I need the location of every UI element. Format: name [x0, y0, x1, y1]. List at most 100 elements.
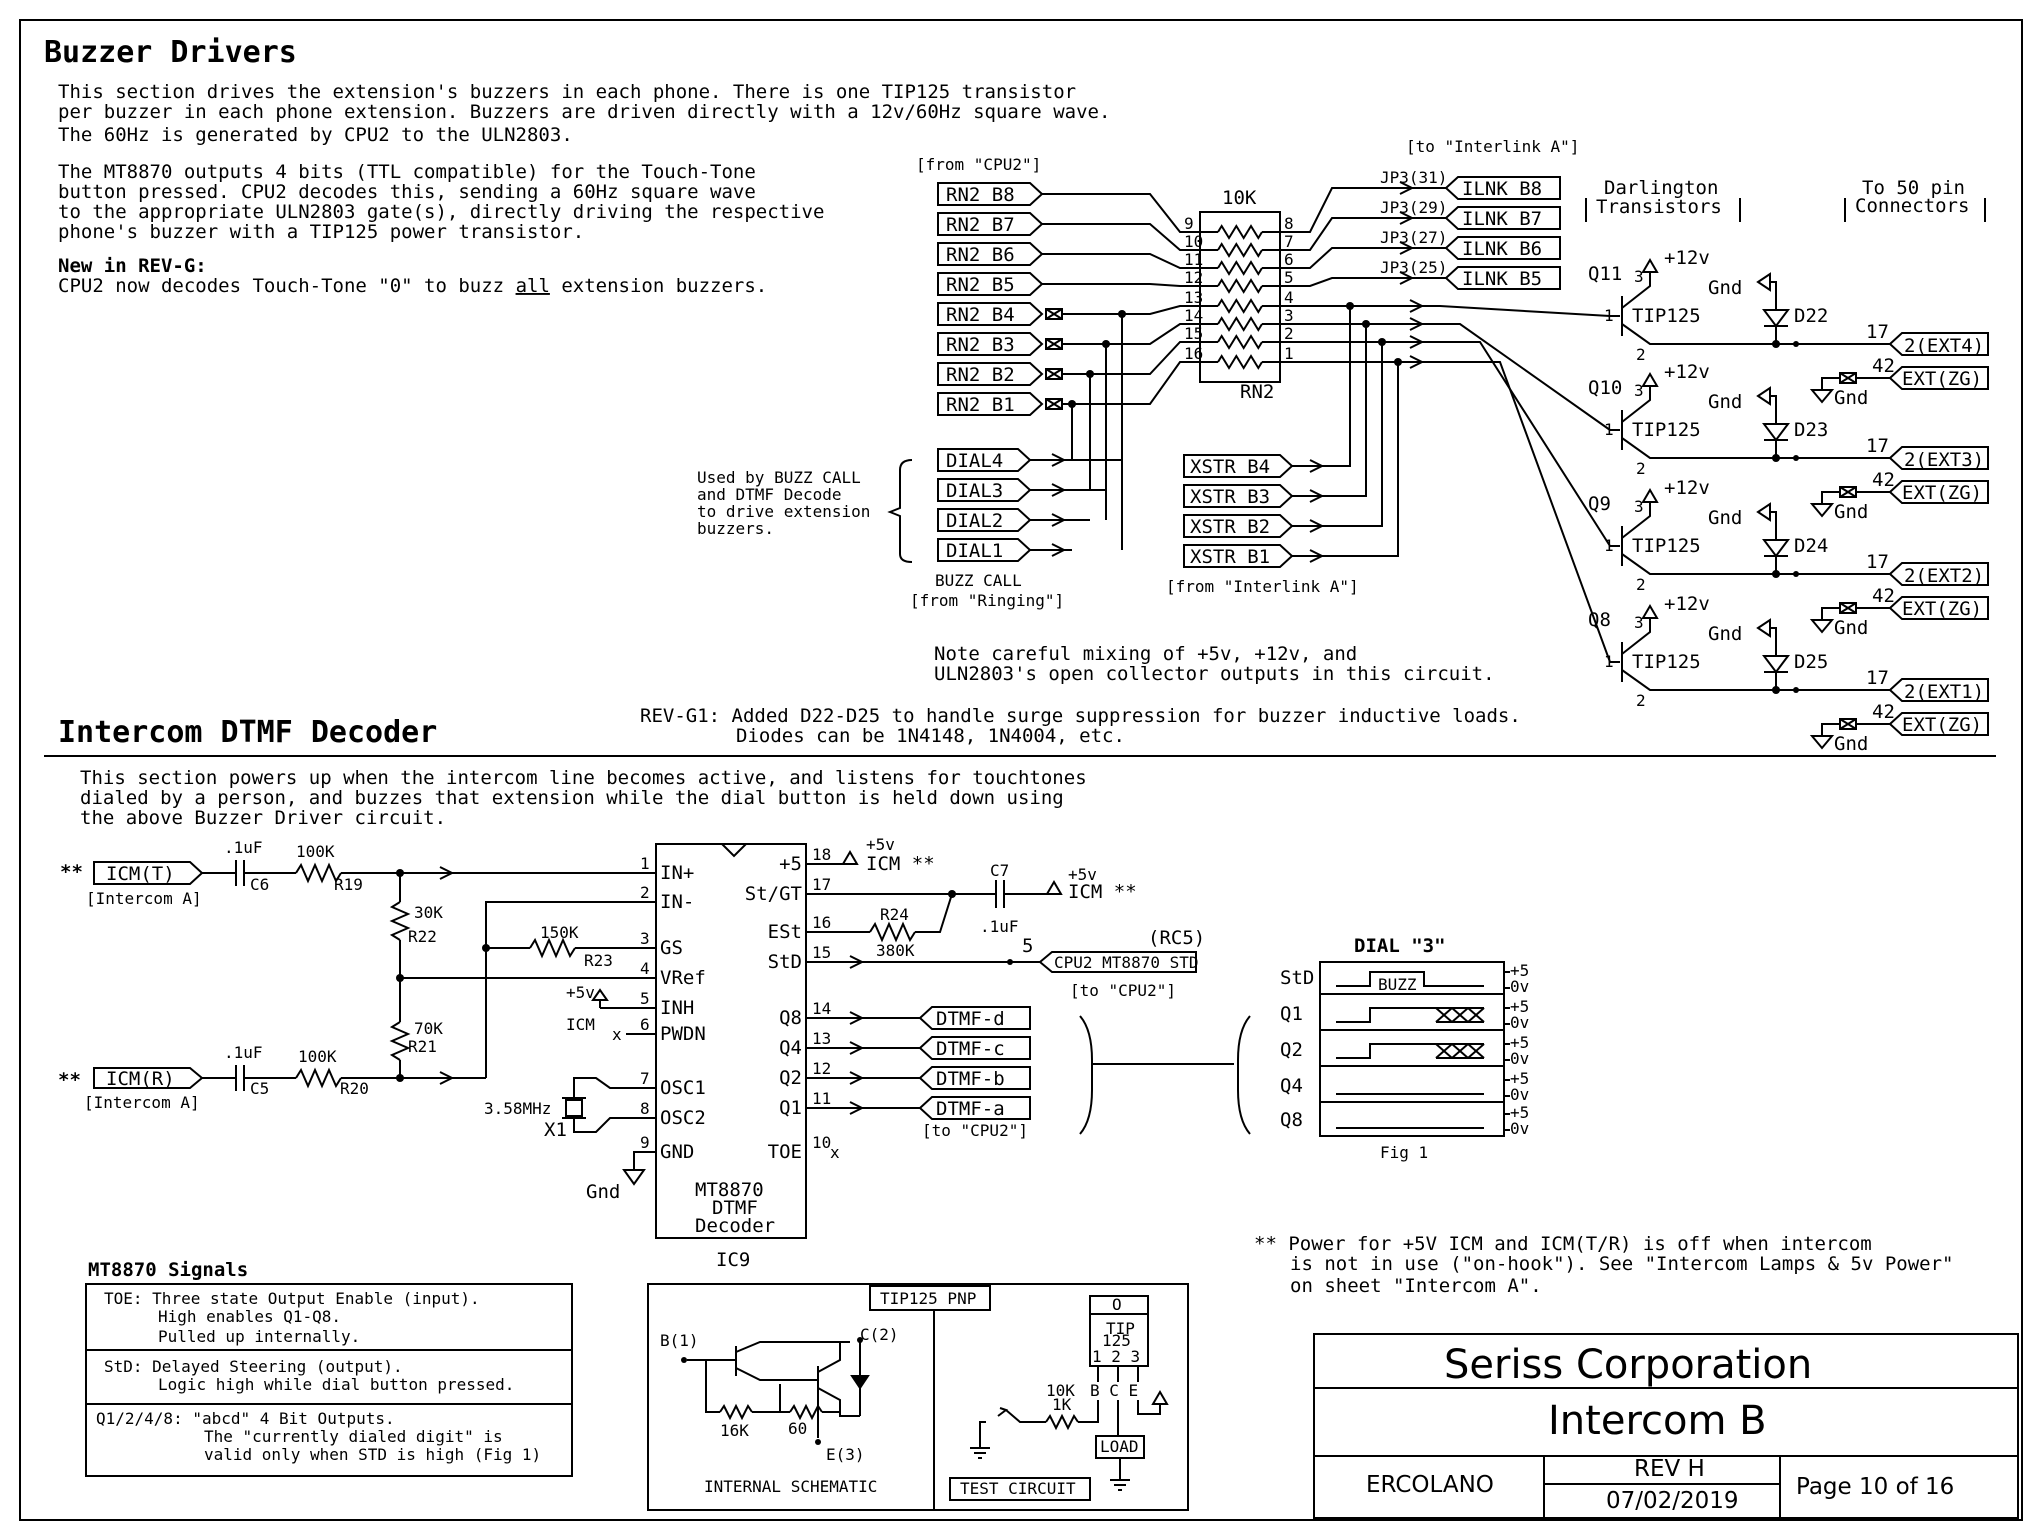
ic9-pin-label: OSC2 — [660, 1107, 706, 1129]
plus12v: +12v — [1664, 361, 1710, 383]
rn2-value: 10K — [1222, 187, 1257, 209]
pin-3: 3 — [1634, 613, 1644, 632]
transistor-part: TIP125 — [1632, 305, 1701, 327]
pkg-bce: B C E — [1090, 1381, 1138, 1400]
r23-value: 150K — [540, 923, 579, 942]
buzzer-desc-4: The MT8870 outputs 4 bits (TTL compatibl… — [58, 161, 756, 183]
ic9-pin-label: Q2 — [779, 1067, 802, 1089]
buzzer-desc-5: button pressed. CPU2 decodes this, sendi… — [58, 181, 756, 203]
signals-std-1: StD: Delayed Steering (output). — [104, 1357, 403, 1376]
xstr-label: XSTR B2 — [1190, 516, 1270, 538]
pin-1: 1 — [1604, 306, 1614, 325]
plus12v: +12v — [1664, 247, 1710, 269]
rn2-input-label: RN2 B7 — [946, 214, 1015, 236]
rn2-input-label: RN2 B5 — [946, 274, 1015, 296]
signals-toe-2: High enables Q1-Q8. — [158, 1307, 341, 1326]
rn2-pin-right: 8 — [1284, 214, 1294, 233]
revision: REV H — [1634, 1456, 1705, 1482]
ic9-mt8870 — [655, 843, 807, 1239]
r23-label: R23 — [584, 951, 613, 970]
pkg-o: O — [1112, 1295, 1122, 1314]
gnd-label: Gnd — [1708, 623, 1742, 645]
dtmf-output-label: DTMF-d — [936, 1008, 1005, 1030]
timing-0v: 0v — [1510, 1119, 1529, 1138]
pnp-r16k-label: 16K — [720, 1421, 749, 1440]
tip125-pnp-box — [647, 1283, 1189, 1511]
extzg-label: EXT(ZG) — [1902, 598, 1982, 620]
rc5-label: (RC5) — [1148, 927, 1205, 949]
extzg-connector — [1888, 712, 1989, 736]
pnp-e3: E(3) — [826, 1445, 865, 1464]
ext-label: 2(EXT3) — [1904, 449, 1984, 471]
rn2-pin-left: 16 — [1184, 344, 1203, 363]
pin-1: 1 — [1604, 420, 1614, 439]
zg-gnd: Gnd — [1834, 501, 1868, 523]
transistor-stages: 123Q11TIP125+12vGndD22172(EXT4)EXT(ZG)42… — [1280, 247, 1989, 755]
rn2-input-connector — [937, 182, 1044, 206]
rn2-pin-left: 14 — [1184, 306, 1203, 325]
icmr-connector — [93, 1067, 204, 1089]
test-circuit-label: TEST CIRCUIT — [960, 1479, 1076, 1498]
rn2-pin-left: 15 — [1184, 324, 1203, 343]
r21-value: 70K — [414, 1019, 443, 1038]
signals-table — [85, 1283, 573, 1477]
ic9-pin-label: GS — [660, 937, 683, 959]
buzzer-desc-1: This section drives the extension's buzz… — [58, 81, 1076, 103]
q2-waveform — [1336, 1043, 1436, 1059]
ic9-pin-label: +5 — [779, 853, 802, 875]
ic9-pin-num: 12 — [812, 1059, 831, 1078]
ic9-pin-label: StD — [768, 951, 802, 973]
signals-q-1: Q1/2/4/8: "abcd" 4 Bit Outputs. — [96, 1409, 395, 1428]
inh-plus5: +5v — [566, 983, 595, 1002]
cpu2-std-label: CPU2 MT8870 STD — [1054, 953, 1199, 972]
used-by-4: buzzers. — [697, 519, 774, 538]
signals-q-2: The "currently dialed digit" is — [204, 1427, 503, 1446]
suppression-diode — [1762, 539, 1790, 558]
xtal-freq: 3.58MHz — [484, 1099, 551, 1118]
pnp-c2: C(2) — [860, 1325, 899, 1344]
r21-resistor — [389, 1021, 411, 1061]
suppression-diode — [1762, 309, 1790, 328]
ext-label: 2(EXT2) — [1904, 565, 1984, 587]
rn2-input-connector — [937, 242, 1044, 266]
jp3-label: JP3(27) — [1380, 228, 1447, 247]
timing-0v: 0v — [1510, 1085, 1529, 1104]
pin18-icm: ICM ** — [866, 853, 935, 875]
icmt-label: ICM(T) — [106, 863, 175, 885]
rn2-pin-left: 9 — [1184, 214, 1194, 233]
rn2-pin-left: 10 — [1184, 232, 1203, 251]
test-r10k: 10K — [1046, 1381, 1075, 1400]
ic9-pin-num: 9 — [640, 1133, 650, 1152]
x1-label: X1 — [544, 1119, 567, 1141]
ic9-ref: IC9 — [716, 1249, 750, 1271]
pin-17: 17 — [1866, 321, 1889, 343]
interlink-connector — [1444, 206, 1561, 230]
icmt-stars: ** — [60, 861, 83, 883]
ic9-pin-label: OSC1 — [660, 1077, 706, 1099]
rn2-input-label: RN2 B2 — [946, 364, 1015, 386]
zg-gnd: Gnd — [1834, 617, 1868, 639]
dial-label: DIAL2 — [946, 510, 1003, 532]
r24-value: 380K — [876, 941, 915, 960]
rn2-resistor — [1217, 354, 1263, 370]
transistor-part: TIP125 — [1632, 651, 1701, 673]
xstr-connector — [1183, 454, 1294, 478]
pin-2: 2 — [1636, 345, 1646, 364]
pnp-diode — [850, 1375, 870, 1390]
pin-3: 3 — [1634, 267, 1644, 286]
signals-toe-3: Pulled up internally. — [158, 1327, 360, 1346]
rn2-resistor — [1217, 316, 1263, 332]
pin-3: 3 — [1634, 497, 1644, 516]
extzg-label: EXT(ZG) — [1902, 714, 1982, 736]
q1-waveform — [1336, 1007, 1436, 1023]
ic9-pin-num: 3 — [640, 929, 650, 948]
rev-note-2: Diodes can be 1N4148, 1N4004, etc. — [736, 725, 1125, 747]
jp3-label: JP3(25) — [1380, 258, 1447, 277]
icmr-label: ICM(R) — [106, 1068, 175, 1090]
r19-label: R19 — [334, 875, 363, 894]
transistor-ref: Q10 — [1588, 377, 1622, 399]
cpu2-std-connector — [1038, 951, 1197, 973]
r23-resistor — [529, 937, 576, 959]
